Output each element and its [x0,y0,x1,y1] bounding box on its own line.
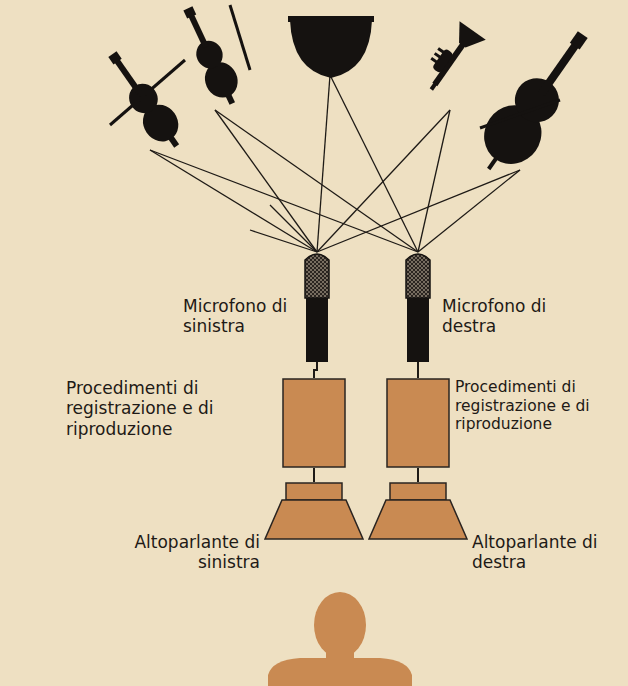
signal-wire [417,362,419,378]
node-label: Altoparlante di destra [472,532,602,573]
mic-symbol [303,250,331,362]
trumpet-silhouette [417,20,486,98]
mic-head [406,254,430,298]
speaker-magnet [390,483,446,500]
signal-wire [313,468,315,482]
box-symbol [282,378,346,468]
node-label: Microfono di sinistra [183,296,295,337]
spk-symbol [368,482,468,540]
process-box: Procedimenti di registrazione e di ripro… [282,378,346,468]
process-box [387,379,449,467]
node-label: Altoparlante di sinistra [130,532,260,573]
violin-silhouette [99,44,191,155]
kettledrum-silhouette [288,16,374,78]
bow [230,5,250,70]
bow [110,60,185,125]
process-box [283,379,345,467]
loudspeaker: Altoparlante di destra [368,482,468,540]
signal-wire [417,468,419,482]
microphone: Microfono di sinistra [303,250,331,362]
viola-silhouette [173,2,246,111]
node-label: Procedimenti di registrazione e di ripro… [455,378,625,434]
node-label: Microfono di destra [442,296,554,337]
mic-body [407,298,429,362]
box-symbol [386,378,450,468]
listener-silhouette [268,592,412,686]
speaker-cone [265,500,363,539]
node-label: Procedimenti di registrazione e di ripro… [66,378,276,439]
microphone: Microfono di destra [404,250,432,362]
sound-lines [150,75,520,252]
process-box: Procedimenti di registrazione e di ripro… [386,378,450,468]
spk-symbol [264,482,364,540]
speaker-magnet [286,483,342,500]
loudspeaker: Altoparlante di sinistra [264,482,364,540]
speaker-cone [369,500,467,539]
mic-body [306,298,328,362]
mic-symbol [404,250,432,362]
bow [480,100,560,128]
double-bass-silhouette [466,19,606,185]
mic-head [305,254,329,298]
signal-wire [314,362,317,378]
